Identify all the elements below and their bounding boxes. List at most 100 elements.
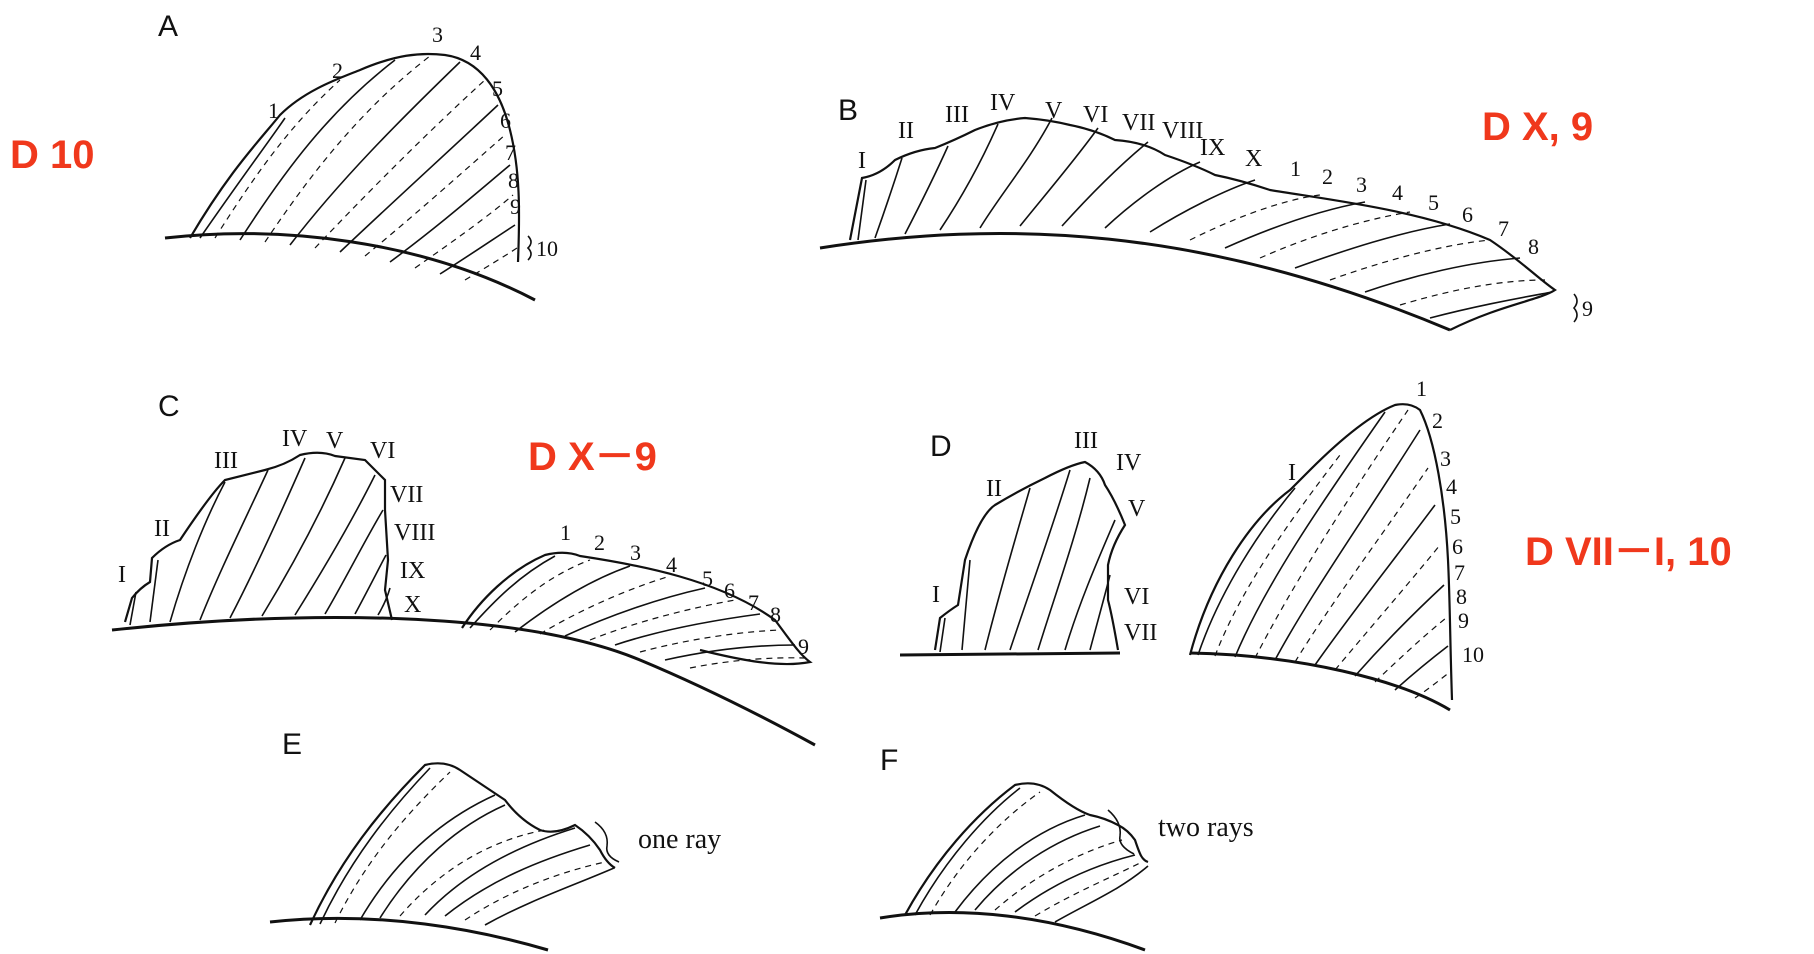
ray-number: 9 (1582, 296, 1593, 321)
spine-numeral: IX (400, 558, 425, 584)
ray-number: 7 (1498, 216, 1509, 241)
panel-f-fin-outline (904, 782, 1149, 916)
ray-number: 4 (470, 40, 481, 65)
spine-numeral: V (326, 428, 344, 454)
ray-number: 8 (508, 168, 519, 193)
panel-f-brace (1107, 809, 1135, 855)
panel-e-body-outline (269, 916, 549, 952)
ray-number: 6 (1452, 534, 1463, 559)
panel-f-body-outline (879, 911, 1146, 952)
spine-numeral: V (1128, 496, 1146, 522)
ray-number: 8 (1456, 584, 1467, 609)
panel-a: A D 10 1 2 3 4 5 6 7 8 9 (10, 10, 558, 302)
spine-numeral: V (1045, 98, 1063, 124)
panel-b-letter: B (838, 94, 858, 127)
ray-number: 9 (510, 194, 521, 219)
spine-numeral: VIII (394, 520, 435, 546)
panel-c-spine-numerals: I II III IV V VI VII VIII IX X (118, 426, 435, 618)
ray-number: 4 (1446, 474, 1457, 499)
ray-number: 2 (594, 530, 605, 555)
ray-number: 1 (560, 520, 571, 545)
panel-d-second-outline (1188, 403, 1454, 701)
panel-d-formula: D VII－I, 10 (1525, 530, 1732, 574)
spine-numeral: II (154, 516, 170, 542)
panel-e-brace (594, 821, 620, 863)
spine-numeral: VI (370, 438, 395, 464)
spine-numeral: VI (1083, 102, 1108, 128)
panel-d-second-rays (1197, 409, 1451, 699)
ray-number: 3 (630, 540, 641, 565)
spine-numeral: IV (990, 90, 1016, 116)
ray-number: 2 (332, 58, 343, 83)
panel-e-note: one ray (638, 824, 721, 855)
spine-numeral: II (986, 476, 1002, 502)
spine-numeral: IV (1116, 450, 1142, 476)
panel-c-soft-rays (469, 555, 806, 669)
panel-e-letter: E (282, 728, 302, 761)
ray-number: 2 (1432, 408, 1443, 433)
ray-number: 5 (492, 76, 503, 101)
panel-c-body-outline (111, 616, 816, 747)
spine-numeral: VII (1124, 620, 1157, 646)
panel-c: C D X－9 I (111, 390, 816, 747)
spine-numeral: VI (1124, 584, 1149, 610)
spine-numeral: II (898, 118, 914, 144)
ray-number: 4 (666, 552, 677, 577)
panel-a-letter: A (158, 10, 178, 43)
second-fin-spine-numeral: I (1288, 460, 1296, 486)
spine-numeral: VIII (1162, 118, 1203, 144)
spine-numeral: VII (1122, 110, 1155, 136)
ray-number: 1 (268, 98, 279, 123)
panel-d-spiny-outline (933, 460, 1127, 651)
panel-d-letter: D (930, 430, 952, 463)
spine-numeral: I (858, 148, 866, 174)
ray-number: 6 (724, 578, 735, 603)
ray-number: 7 (505, 140, 516, 165)
spine-numeral: X (404, 592, 421, 618)
ray-number: 10 (536, 236, 558, 261)
spine-numeral: IX (1200, 135, 1225, 161)
panel-e-fin-outline (309, 762, 616, 926)
panel-b-body-outline (819, 231, 1451, 332)
spine-numeral: I (118, 562, 126, 588)
ray-number: 9 (798, 634, 809, 659)
panel-b-ray-numbers: 1 2 3 4 5 6 7 8 9 (1290, 156, 1593, 323)
ray-number: 5 (1450, 504, 1461, 529)
ray-number: 9 (1458, 608, 1469, 633)
panel-b: B D X, 9 I II III IV V (819, 90, 1593, 332)
panel-e-rays (319, 767, 615, 926)
panel-b-brace (1572, 293, 1578, 323)
ray-number: 4 (1392, 180, 1403, 205)
panel-d-ray-numbers: 1 2 3 4 5 6 7 8 9 10 (1416, 376, 1484, 667)
ray-number: 10 (1462, 642, 1484, 667)
panel-d: D D VII－I, 10 (899, 376, 1732, 712)
panel-a-fin-outline (189, 52, 521, 263)
panel-a-ray-numbers: 1 2 3 4 5 6 7 8 9 10 (268, 22, 558, 261)
ray-number: 3 (1356, 172, 1367, 197)
spine-numeral: I (932, 582, 940, 608)
panel-d-spine-numerals: I II III IV V VI VII I (932, 428, 1296, 646)
ray-number: 7 (748, 590, 759, 615)
panel-c-spines (129, 457, 391, 626)
spine-numeral: VII (390, 482, 423, 508)
panel-e: E one ray (269, 728, 721, 952)
ray-number: 6 (1462, 202, 1473, 227)
spine-numeral: III (214, 448, 238, 474)
ray-number: 7 (1454, 560, 1465, 585)
panel-d-body-outline-2 (1189, 651, 1451, 712)
ray-number: 1 (1290, 156, 1301, 181)
ray-number: 5 (702, 566, 713, 591)
spine-numeral: III (1074, 428, 1098, 454)
panel-f-letter: F (880, 744, 898, 777)
ray-number: 8 (1528, 234, 1539, 259)
panel-d-body-outline (899, 651, 1121, 657)
panel-b-spine-numerals: I II III IV V VI VII VIII IX X (858, 90, 1262, 174)
panel-a-brace (526, 235, 532, 261)
panel-f: F two rays (879, 744, 1254, 952)
panel-c-ray-numbers: 1 2 3 4 5 6 7 8 9 (560, 520, 809, 659)
panel-b-formula: D X, 9 (1482, 105, 1593, 149)
panel-c-spiny-outline (123, 451, 394, 623)
panel-c-letter: C (158, 390, 180, 423)
ray-number: 3 (432, 22, 443, 47)
